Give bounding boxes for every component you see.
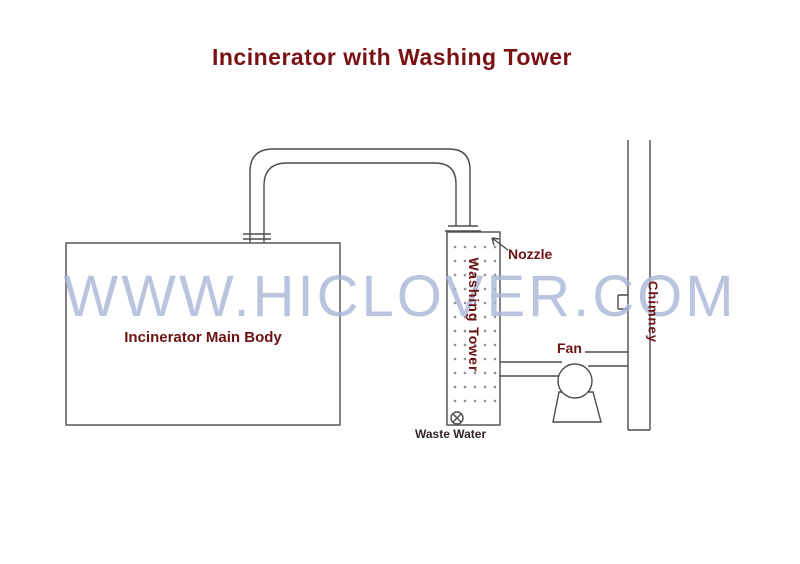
waste-water-label: Waste Water (415, 427, 487, 441)
fan-label: Fan (557, 340, 582, 356)
flue-pipe-outer (249, 148, 471, 243)
tower-flange (445, 225, 481, 232)
incinerator-body-rect (65, 242, 341, 426)
fan-to-chimney-duct (585, 351, 628, 367)
chimney-label: Chimney (645, 281, 661, 343)
page-title: Incinerator with Washing Tower (211, 44, 573, 70)
drain-valve-cross-icon (452, 413, 462, 423)
incinerator-label: Incinerator Main Body (124, 329, 282, 346)
washing-tower-label: Washing Tower (466, 257, 482, 373)
fan-circle (557, 363, 593, 399)
nozzle-label: Nozzle (508, 246, 553, 262)
watermark-text: WWW.HICLOVER.COM (63, 264, 737, 329)
tower-to-fan-duct (500, 361, 563, 377)
flue-pipe-inner (263, 162, 457, 243)
tower-packing-dots (450, 240, 497, 410)
incinerator-flange (243, 233, 271, 240)
chimney-lines (627, 140, 651, 431)
chimney-inlet-stub (617, 294, 628, 310)
